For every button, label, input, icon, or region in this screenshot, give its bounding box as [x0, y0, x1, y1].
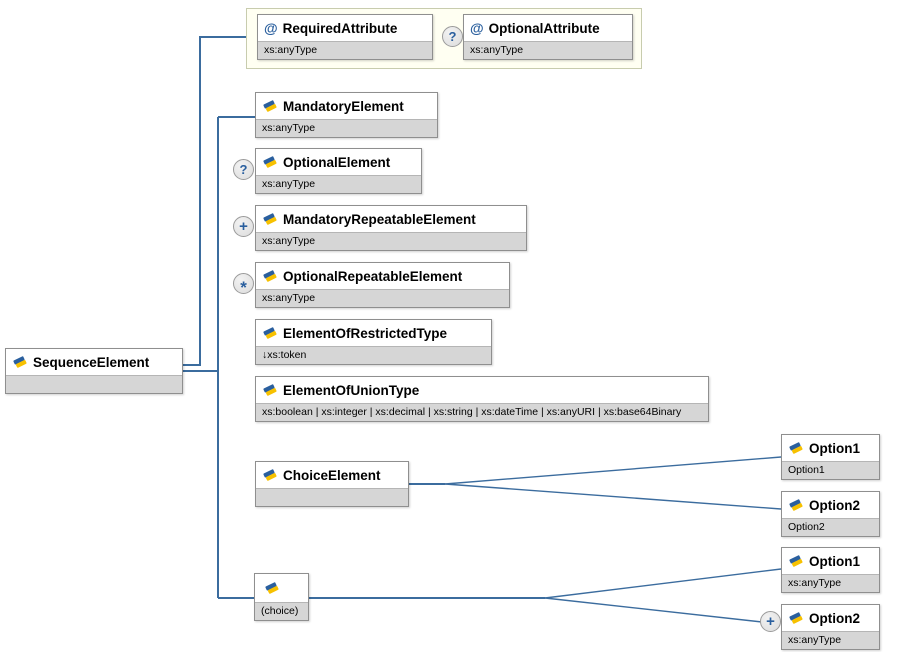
node-name: Option1 [809, 440, 860, 456]
node-type: xs:anyType [464, 41, 632, 59]
node-type: Option1 [782, 461, 879, 479]
node-type: xs:anyType [782, 631, 879, 649]
node-title-row [255, 574, 308, 602]
element-icon [12, 355, 28, 369]
node-title-row: Option1 [782, 548, 879, 574]
node-name: ChoiceElement [283, 467, 381, 483]
node-name: MandatoryElement [283, 98, 404, 114]
badge-glyph: ? [239, 162, 248, 177]
node-type [256, 488, 408, 506]
badge-glyph: + [766, 612, 775, 630]
element-node-element-of-restricted-type[interactable]: ElementOfRestrictedType ↓xs:token [255, 319, 492, 365]
element-icon [262, 99, 278, 113]
node-title-row: @ RequiredAttribute [258, 15, 432, 41]
element-node-mandatory-element[interactable]: MandatoryElement xs:anyType [255, 92, 438, 138]
node-name: Option1 [809, 553, 860, 569]
node-title-row: ElementOfRestrictedType [256, 320, 491, 346]
node-type: xs:boolean | xs:integer | xs:decimal | x… [256, 403, 708, 421]
element-icon [262, 269, 278, 283]
attribute-node-optional-attribute[interactable]: @ OptionalAttribute xs:anyType [463, 14, 633, 60]
node-type: xs:anyType [256, 289, 509, 307]
element-icon [788, 611, 804, 625]
node-type: xs:anyType [782, 574, 879, 592]
element-icon [262, 468, 278, 482]
node-title-row: MandatoryElement [256, 93, 437, 119]
node-title-row: MandatoryRepeatableElement [256, 206, 526, 232]
node-type [6, 375, 182, 393]
element-node-optional-element[interactable]: OptionalElement xs:anyType [255, 148, 422, 194]
node-title-row: OptionalElement [256, 149, 421, 175]
element-node-choice-element[interactable]: ChoiceElement [255, 461, 409, 507]
node-type: xs:anyType [256, 232, 526, 250]
element-icon [262, 383, 278, 397]
element-icon [264, 581, 280, 595]
element-icon [788, 441, 804, 455]
attribute-node-required-attribute[interactable]: @ RequiredAttribute xs:anyType [257, 14, 433, 60]
element-node-element-of-union-type[interactable]: ElementOfUnionType xs:boolean | xs:integ… [255, 376, 709, 422]
element-node-anon-option1[interactable]: Option1 xs:anyType [781, 547, 880, 593]
node-name: Option2 [809, 497, 860, 513]
badge-glyph: * [240, 277, 247, 297]
node-name: Option2 [809, 610, 860, 626]
badge-glyph: ? [448, 29, 457, 44]
optional-repeatable-badge-icon: * [233, 273, 254, 297]
optional-badge-icon: ? [442, 26, 463, 47]
node-type: xs:anyType [256, 119, 437, 137]
element-icon [262, 326, 278, 340]
node-title-row: Option2 [782, 492, 879, 518]
element-node-anonymous-choice[interactable]: (choice) [254, 573, 309, 621]
node-title-row: SequenceElement [6, 349, 182, 375]
node-name: ElementOfUnionType [283, 382, 420, 398]
element-node-sequence-element[interactable]: SequenceElement [5, 348, 183, 394]
node-name: RequiredAttribute [282, 20, 398, 36]
node-title-row: ElementOfUnionType [256, 377, 708, 403]
node-title-row: OptionalRepeatableElement [256, 263, 509, 289]
element-icon [788, 498, 804, 512]
node-title-row: Option2 [782, 605, 879, 631]
node-title-row: @ OptionalAttribute [464, 15, 632, 41]
node-title-row: ChoiceElement [256, 462, 408, 488]
node-name: OptionalElement [283, 154, 391, 170]
optional-badge-icon: ? [233, 159, 254, 180]
node-name: SequenceElement [33, 354, 150, 370]
node-type: Option2 [782, 518, 879, 536]
element-icon [788, 554, 804, 568]
element-node-optional-repeatable-element[interactable]: OptionalRepeatableElement xs:anyType [255, 262, 510, 308]
node-type: (choice) [255, 602, 308, 620]
node-name: OptionalRepeatableElement [283, 268, 463, 284]
node-type: xs:anyType [258, 41, 432, 59]
element-node-anon-option2[interactable]: Option2 xs:anyType [781, 604, 880, 650]
node-name: OptionalAttribute [488, 20, 600, 36]
node-name: MandatoryRepeatableElement [283, 211, 476, 227]
element-node-choice-option1[interactable]: Option1 Option1 [781, 434, 880, 480]
node-type: xs:anyType [256, 175, 421, 193]
attribute-icon: @ [470, 20, 484, 36]
required-repeatable-badge-icon: + [760, 611, 781, 632]
element-icon [262, 155, 278, 169]
element-icon [262, 212, 278, 226]
attribute-icon: @ [264, 20, 278, 36]
element-node-mandatory-repeatable-element[interactable]: MandatoryRepeatableElement xs:anyType [255, 205, 527, 251]
node-type: ↓xs:token [256, 346, 491, 364]
required-repeatable-badge-icon: + [233, 216, 254, 237]
badge-glyph: + [239, 217, 248, 235]
node-name: ElementOfRestrictedType [283, 325, 448, 341]
element-node-choice-option2[interactable]: Option2 Option2 [781, 491, 880, 537]
node-title-row: Option1 [782, 435, 879, 461]
